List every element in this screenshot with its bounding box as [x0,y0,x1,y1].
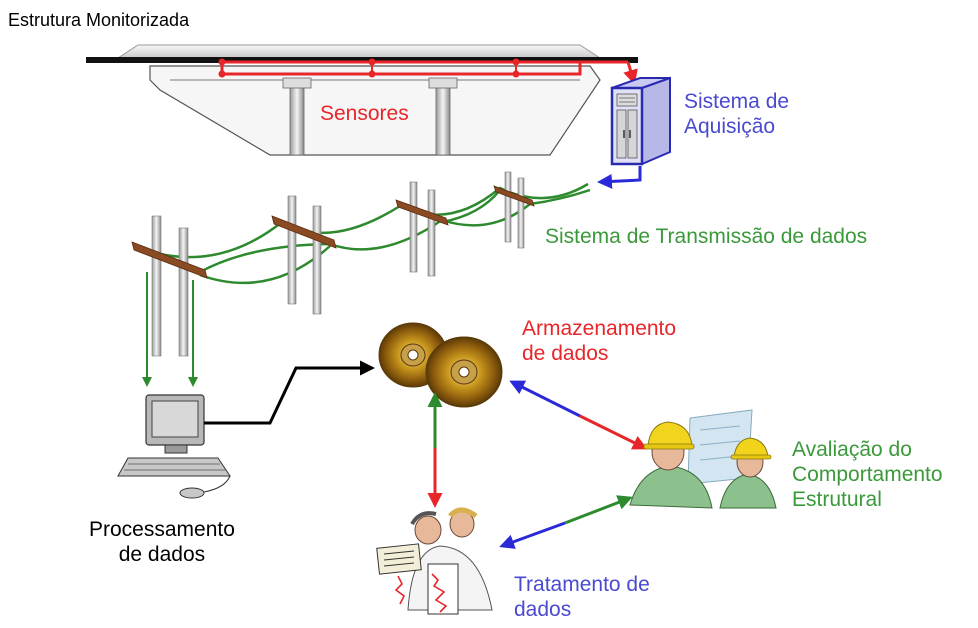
acquisition-cabinet-icon [610,76,671,166]
transmission-label: Sistema de Transmissão de dados [545,225,868,248]
treatment-label: Tratamento de dados [514,572,650,622]
processing-label-line2: de dados [118,543,206,567]
storage-label-line1: Armazenamento [522,317,677,340]
storage-discs-icon [378,322,503,408]
evaluation-label-line1: Avaliação do [792,438,912,461]
computer-icon [117,394,231,499]
data-analysts-icon [376,507,493,615]
utility-poles-icon [131,171,591,387]
evaluation-label: Avaliação do Comportamento Estrutural [792,437,943,513]
acquisition-label: Sistema de Aquisição [684,89,789,139]
acquisition-label-line2: Aquisição [684,115,776,139]
storage-label-line2: de dados [522,342,609,366]
processing-label: Processamento de dados [89,517,235,567]
storage-label: Armazenamento de dados [522,316,676,366]
treatment-label-line1: Tratamento de [514,573,650,596]
processing-label-line1: Processamento [89,518,235,541]
engineers-icon [629,409,777,509]
evaluation-label-line3: Estrutural [792,488,882,512]
bridge-icon [86,44,638,156]
sensors-label: Sensores [320,102,409,125]
evaluation-label-line2: Comportamento [792,463,943,487]
treatment-label-line2: dados [514,598,572,622]
structure-title: Estrutura Monitorizada [8,10,190,30]
acquisition-label-line1: Sistema de [684,90,790,113]
sensor-cable-icon [218,58,638,85]
